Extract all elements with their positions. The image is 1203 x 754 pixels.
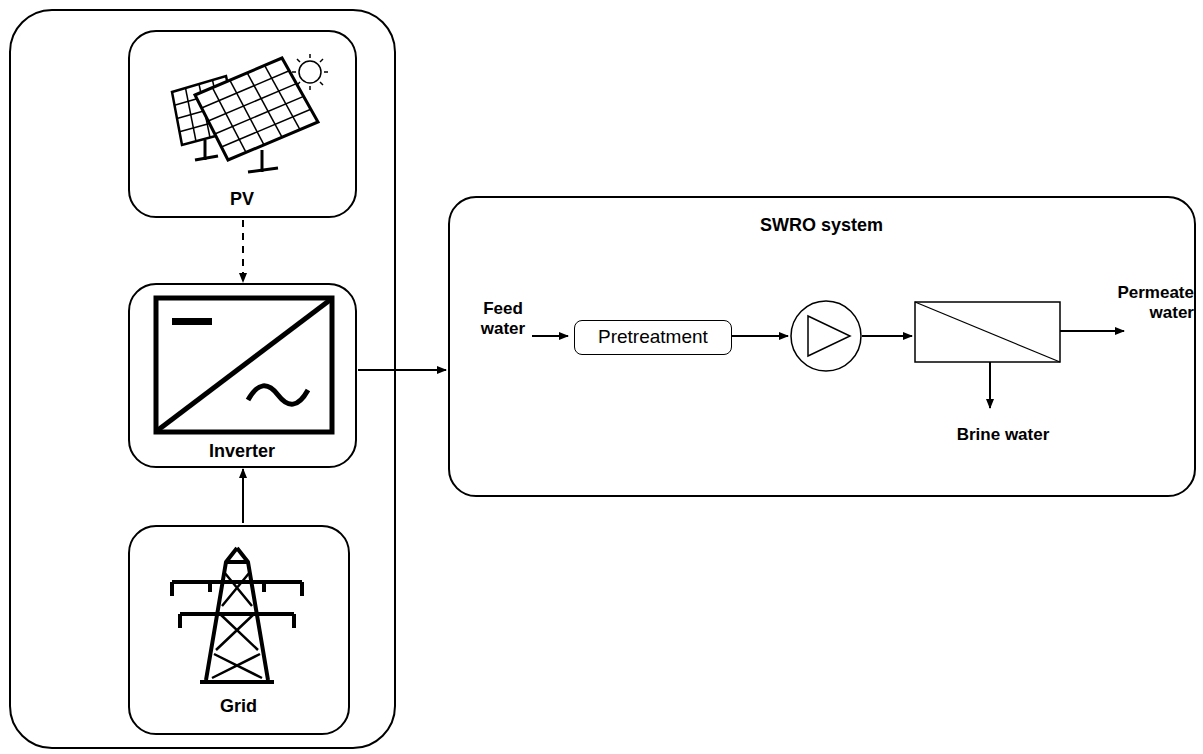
pump-symbol <box>808 316 850 356</box>
power-arrow <box>358 369 446 371</box>
pump-symbol <box>791 301 861 371</box>
box-title: Grid <box>220 697 257 717</box>
process-flow <box>532 301 1124 408</box>
membrane-symbol <box>915 302 1060 362</box>
box-title: SWRO system <box>760 216 883 236</box>
swro-system-box: SWRO systemPretreatment <box>448 196 1196 497</box>
inverter-box: Inverter <box>128 283 357 468</box>
brine-arrow <box>989 362 991 408</box>
transmission-tower-icon <box>172 548 302 682</box>
box-title: PV <box>230 190 254 210</box>
brine-water-label: Brine water <box>938 425 1068 445</box>
feed-arrow <box>532 335 568 337</box>
grid-box: Grid <box>128 525 350 735</box>
pv-box: PV <box>128 30 357 218</box>
membrane-symbol <box>915 302 1060 362</box>
power-container <box>10 10 395 748</box>
permeate-water-label: Permeate water <box>1090 283 1194 322</box>
permeate-arrow <box>1060 330 1124 332</box>
feed-water-label: Feed water <box>472 299 534 338</box>
dashed-arrow <box>242 220 244 282</box>
box-title: Inverter <box>209 442 275 462</box>
solar-panel-icon <box>172 58 318 172</box>
flow-arrow <box>862 335 912 337</box>
inverter-symbol <box>156 298 332 432</box>
process-label: Pretreatment <box>598 327 708 348</box>
pretreatment-box: Pretreatment <box>574 320 732 355</box>
power-arrow <box>242 469 244 523</box>
flow-arrow <box>731 335 788 337</box>
